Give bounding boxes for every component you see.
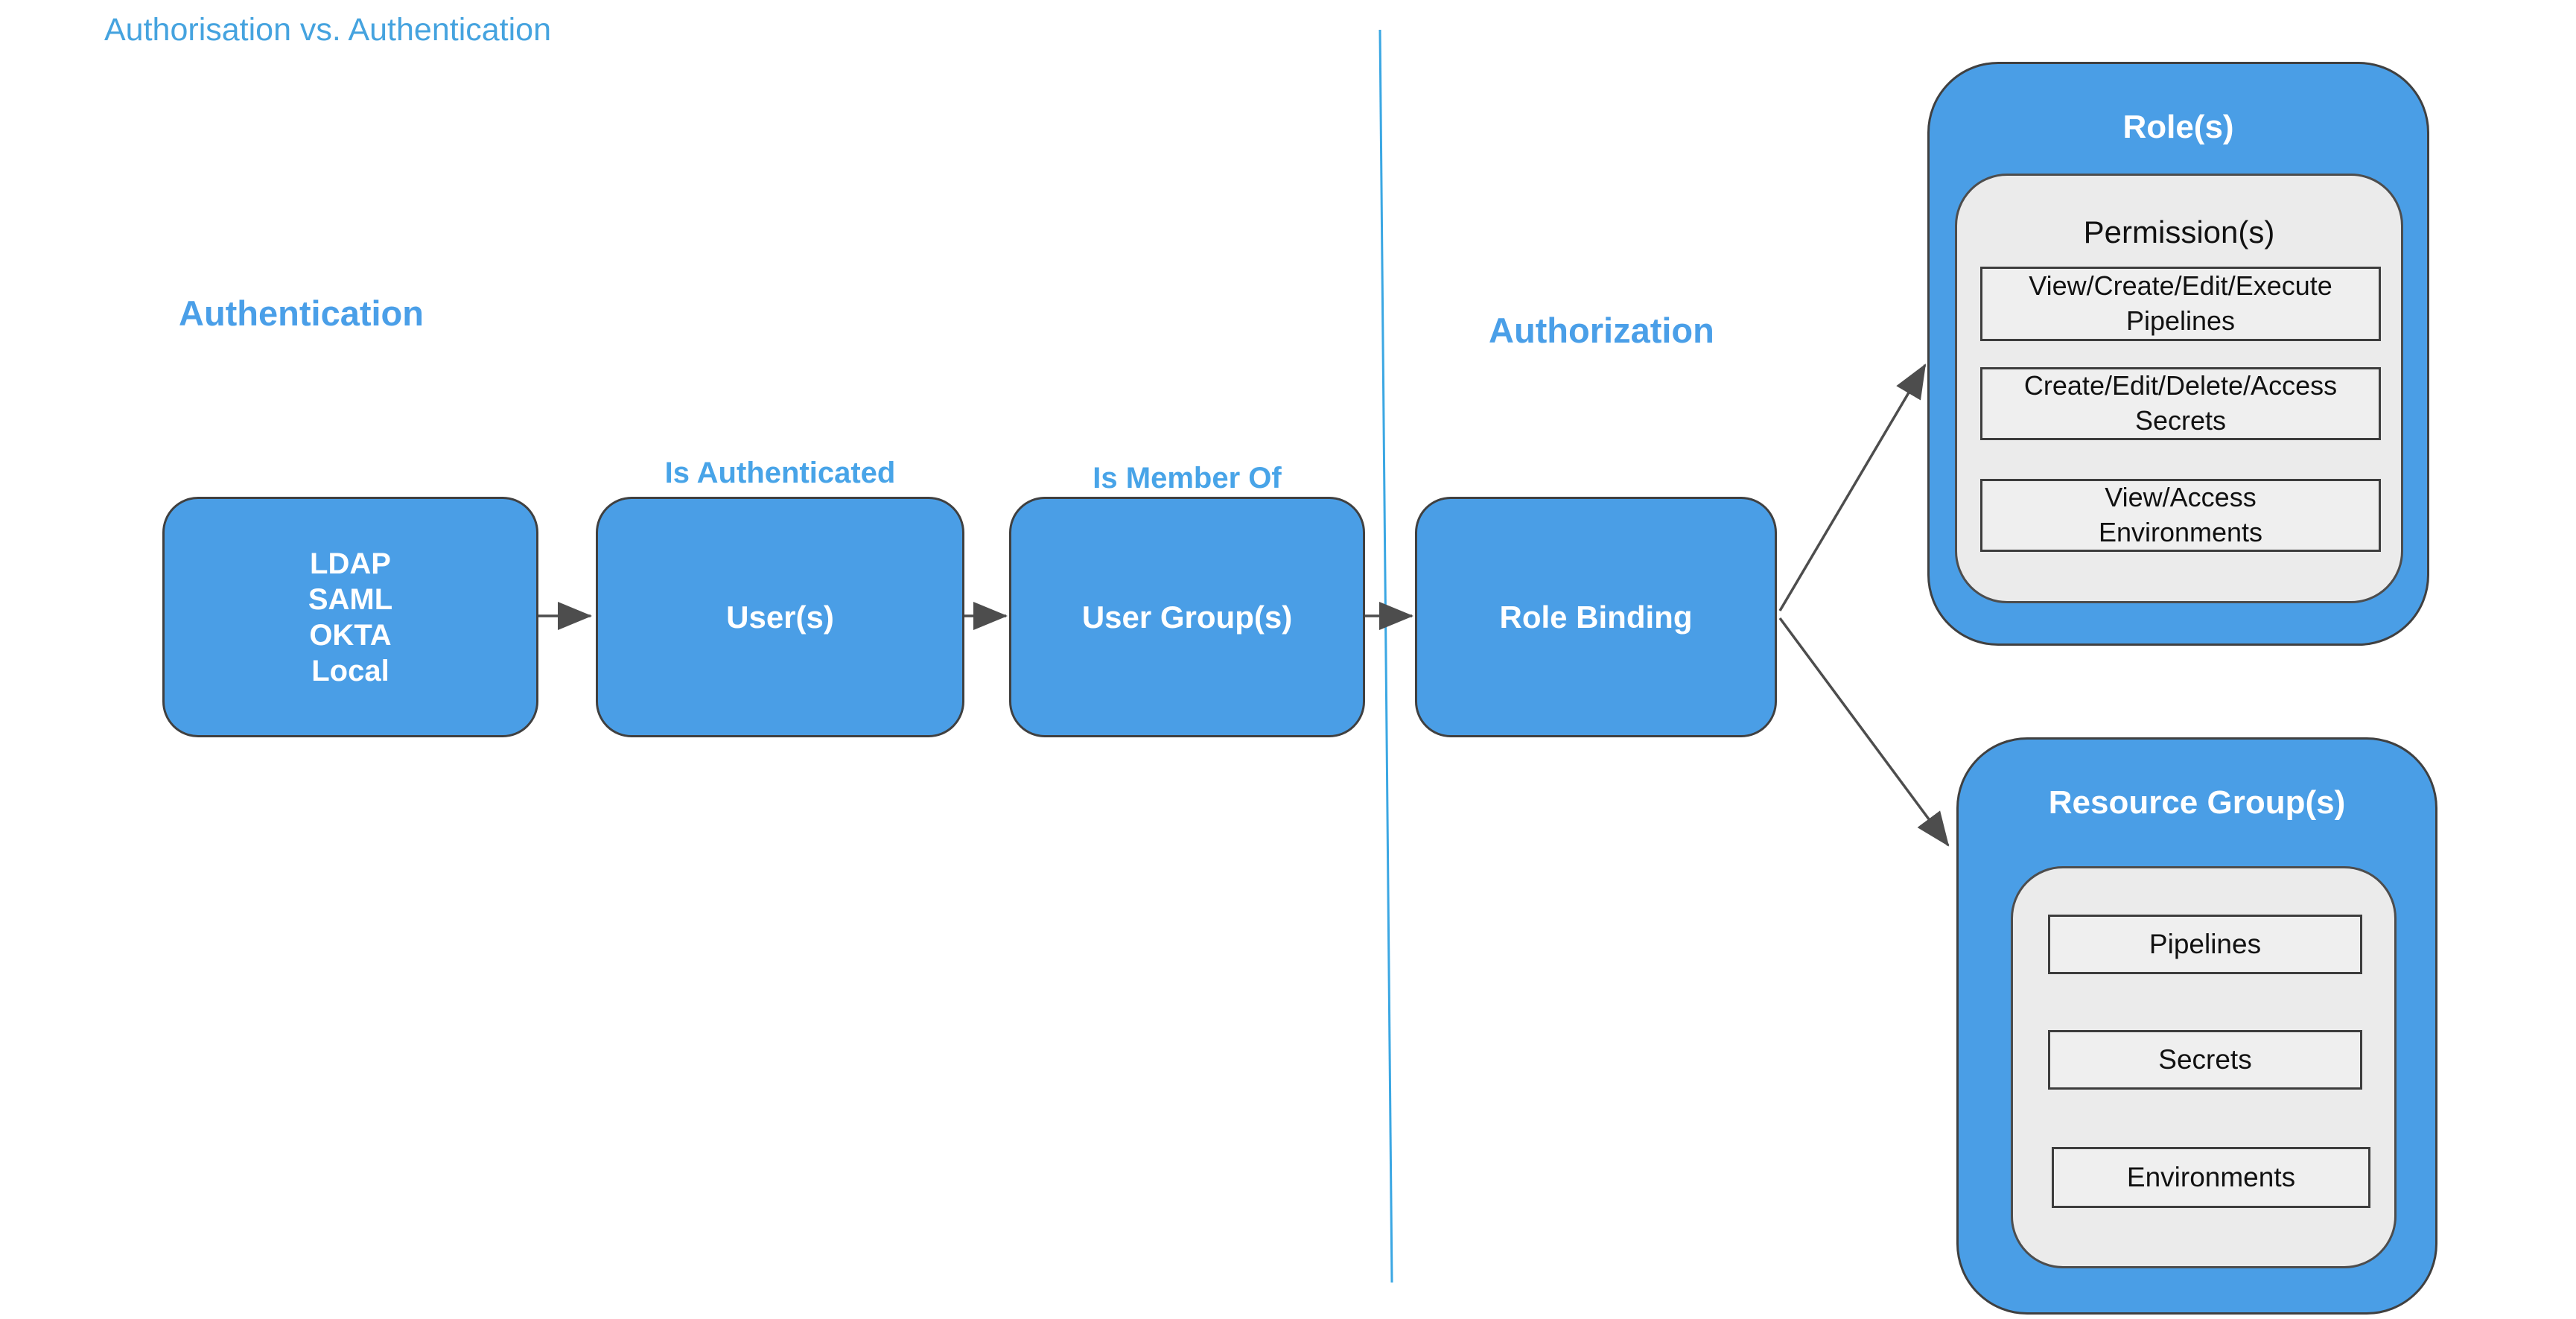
idp-ldap-label: LDAP (310, 547, 391, 580)
resource-groups-panel: Pipelines Secrets Environments (2011, 866, 2397, 1268)
edge-label-is-authenticated: Is Authenticated (664, 457, 896, 489)
idp-local-label: Local (311, 654, 389, 687)
authentication-section-label: Authentication (179, 293, 424, 333)
permission-item-secrets: Create/Edit/Delete/Access Secrets (1980, 367, 2381, 440)
idp-okta-label: OKTA (309, 618, 392, 652)
edge-label-is-member-of: Is Member Of (1093, 462, 1282, 495)
permissions-panel: Permission(s) View/Create/Edit/Execute P… (1955, 174, 2403, 603)
resource-item-pipelines: Pipelines (2048, 915, 2362, 974)
permission-item-pipelines: View/Create/Edit/Execute Pipelines (1980, 267, 2381, 341)
resource-item-environments: Environments (2052, 1147, 2370, 1208)
resource-groups-title: Resource Group(s) (2048, 784, 2346, 821)
arrow-rolebinding-to-resourcegroups (1778, 617, 1950, 847)
page-title: Authorisation vs. Authentication (104, 12, 551, 48)
container-roles: Role(s) Permission(s) View/Create/Edit/E… (1927, 62, 2429, 646)
node-users: User(s) (596, 497, 964, 737)
arrow-rolebinding-to-roles (1778, 363, 1927, 611)
section-divider-line (1378, 29, 1393, 1283)
permissions-title: Permission(s) (2083, 214, 2275, 250)
authorization-section-label: Authorization (1489, 311, 1714, 350)
node-user-groups: User Group(s) (1009, 497, 1365, 737)
container-resource-groups: Resource Group(s) Pipelines Secrets Envi… (1956, 737, 2437, 1315)
permission-item-environments: View/Access Environments (1980, 479, 2381, 552)
roles-title: Role(s) (2122, 109, 2234, 145)
idp-saml-label: SAML (308, 582, 393, 616)
node-role-binding: Role Binding (1415, 497, 1777, 737)
node-identity-providers: LDAP SAML OKTA Local (162, 497, 538, 737)
resource-item-secrets: Secrets (2048, 1030, 2362, 1090)
